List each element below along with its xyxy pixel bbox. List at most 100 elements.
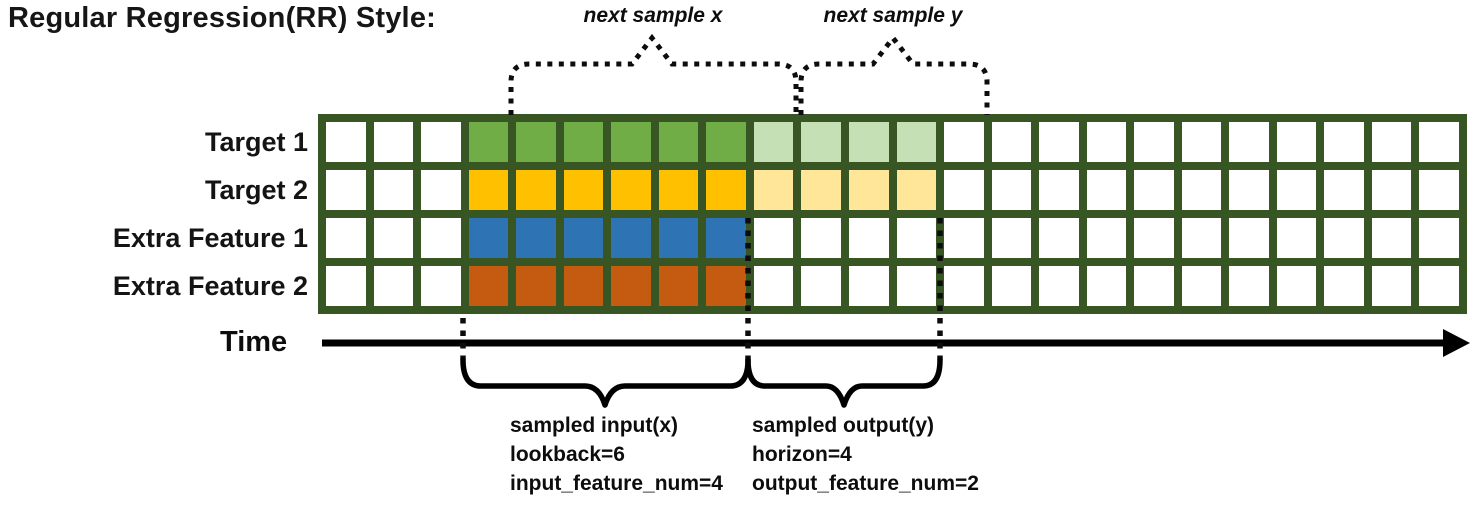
grid-cell-empty-r3-c22 <box>1324 218 1364 258</box>
row-label-3: Extra Feature 1 <box>112 223 308 253</box>
row-label-1: Target 1 <box>204 127 308 157</box>
grid-cell-empty-r4-c1 <box>326 266 366 306</box>
grid-cell-empty-r4-c23 <box>1371 266 1412 306</box>
grid-cell-empty-r2-c24 <box>1419 170 1459 210</box>
grid-cell-input-r1-c8 <box>658 122 699 162</box>
grid-cell-empty-r1-c23 <box>1371 122 1412 162</box>
grid-cell-empty-r1-c2 <box>373 122 414 162</box>
grid-cell-empty-r2-c2 <box>373 170 414 210</box>
next-sample-y-label: next sample y <box>823 4 963 27</box>
grid-cell-output-r1-c10 <box>753 122 794 162</box>
grid-cell-input-r4-c8 <box>658 266 699 306</box>
grid-cell-empty-r2-c15 <box>991 170 1032 210</box>
grid-cell-input-r1-c7 <box>611 122 651 162</box>
row-label-2: Target 2 <box>204 175 308 205</box>
grid-cell-empty-r2-c21 <box>1276 170 1317 210</box>
grid-cell-empty-r4-c21 <box>1276 266 1317 306</box>
grid-cell-empty-r4-c24 <box>1419 266 1459 306</box>
grid-cell-empty-r2-c23 <box>1371 170 1412 210</box>
grid-cell-empty-r3-c15 <box>991 218 1032 258</box>
grid-cell-empty-r1-c15 <box>991 122 1032 162</box>
next-sample-x-brace <box>508 33 799 115</box>
grid-cell-input-r2-c8 <box>658 170 699 210</box>
time-axis-arrowhead-icon <box>1443 329 1470 357</box>
grid-cell-empty-r1-c21 <box>1276 122 1317 162</box>
grid-cell-empty-r1-c18 <box>1134 122 1174 162</box>
grid-cell-output-r2-c13 <box>896 170 937 210</box>
grid-cell-empty-r3-c17 <box>1086 218 1127 258</box>
grid-cell-empty-r2-c16 <box>1039 170 1079 210</box>
annotation-line: output_feature_num=2 <box>752 472 979 495</box>
grid-cell-empty-r1-c1 <box>326 122 366 162</box>
grid-cell-empty-r1-c20 <box>1229 122 1269 162</box>
grid-cell-empty-r3-c10 <box>753 218 794 258</box>
grid-cell-empty-r1-c19 <box>1181 122 1222 162</box>
grid-cell-input-r2-c4 <box>468 170 509 210</box>
grid-cell-empty-r3-c3 <box>421 218 461 258</box>
sampled-output-brace <box>745 357 943 408</box>
grid-cell-empty-r4-c22 <box>1324 266 1364 306</box>
grid-cell-empty-r1-c17 <box>1086 122 1127 162</box>
grid-cell-input-r2-c5 <box>516 170 556 210</box>
grid-cell-empty-r4-c19 <box>1181 266 1222 306</box>
grid-cell-empty-r3-c18 <box>1134 218 1174 258</box>
grid-cell-input-r3-c6 <box>563 218 604 258</box>
grid-cell-empty-r4-c3 <box>421 266 461 306</box>
next-sample-x-label: next sample x <box>583 4 723 27</box>
grid-cell-input-r4-c9 <box>706 266 746 306</box>
grid-cell-empty-r1-c3 <box>421 122 461 162</box>
grid-cell-input-r1-c4 <box>468 122 509 162</box>
annotation-line: input_feature_num=4 <box>510 472 723 495</box>
grid-cell-empty-r3-c21 <box>1276 218 1317 258</box>
grid-cell-empty-r4-c11 <box>801 266 841 306</box>
grid-cell-empty-r3-c23 <box>1371 218 1412 258</box>
grid-cell-empty-r1-c22 <box>1324 122 1364 162</box>
time-axis-label: Time <box>220 326 288 358</box>
grid-cell-empty-r4-c20 <box>1229 266 1269 306</box>
grid-cell-empty-r2-c3 <box>421 170 461 210</box>
grid-cell-input-r3-c7 <box>611 218 651 258</box>
grid-cell-empty-r3-c14 <box>944 218 984 258</box>
grid-cell-empty-r4-c15 <box>991 266 1032 306</box>
grid-cell-input-r2-c7 <box>611 170 651 210</box>
grid-cell-empty-r2-c1 <box>326 170 366 210</box>
grid-cell-input-r3-c9 <box>706 218 746 258</box>
grid-cell-empty-r2-c18 <box>1134 170 1174 210</box>
grid-cell-empty-r4-c13 <box>896 266 937 306</box>
grid-cell-empty-r3-c12 <box>848 218 889 258</box>
annotation-line: sampled output(y) <box>752 414 934 437</box>
grid-cell-empty-r3-c11 <box>801 218 841 258</box>
grid-cell-input-r3-c8 <box>658 218 699 258</box>
grid-cell-empty-r3-c1 <box>326 218 366 258</box>
annotation-line: sampled input(x) <box>510 414 679 437</box>
next-sample-y-brace <box>798 33 990 115</box>
grid-cell-output-r1-c12 <box>848 122 889 162</box>
grid-cell-empty-r3-c20 <box>1229 218 1269 258</box>
grid-cell-empty-r3-c24 <box>1419 218 1459 258</box>
grid-cell-empty-r4-c16 <box>1039 266 1079 306</box>
grid-cell-input-r1-c6 <box>563 122 604 162</box>
grid-cell-output-r2-c10 <box>753 170 794 210</box>
grid-cell-input-r2-c6 <box>563 170 604 210</box>
grid-cell-empty-r2-c22 <box>1324 170 1364 210</box>
grid-cell-empty-r3-c16 <box>1039 218 1079 258</box>
grid-cell-input-r1-c5 <box>516 122 556 162</box>
sample-grid <box>318 114 1467 314</box>
grid-cell-input-r4-c5 <box>516 266 556 306</box>
grid-cell-empty-r4-c2 <box>373 266 414 306</box>
grid-cell-empty-r1-c24 <box>1419 122 1459 162</box>
grid-cell-empty-r2-c19 <box>1181 170 1222 210</box>
grid-cell-empty-r2-c14 <box>944 170 984 210</box>
grid-cell-input-r2-c9 <box>706 170 746 210</box>
grid-cell-input-r3-c4 <box>468 218 509 258</box>
grid-cell-empty-r1-c14 <box>944 122 984 162</box>
grid-cell-empty-r1-c16 <box>1039 122 1079 162</box>
grid-cell-empty-r2-c20 <box>1229 170 1269 210</box>
grid-cell-empty-r4-c14 <box>944 266 984 306</box>
grid-cell-empty-r4-c18 <box>1134 266 1174 306</box>
grid-cell-input-r4-c6 <box>563 266 604 306</box>
grid-cell-empty-r4-c17 <box>1086 266 1127 306</box>
